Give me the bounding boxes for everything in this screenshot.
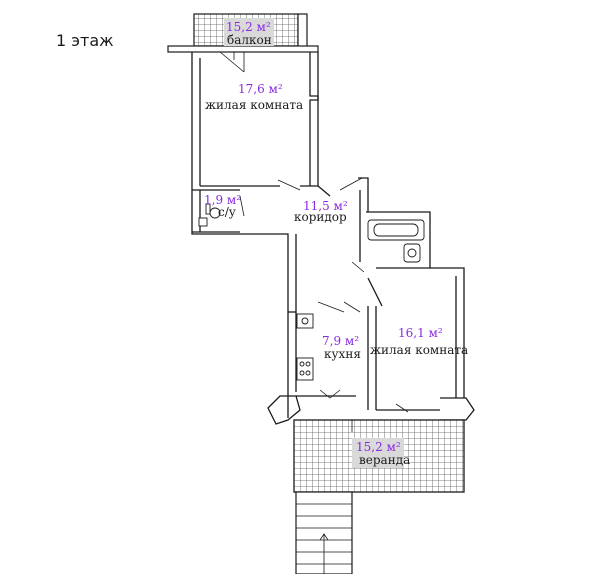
floor-label: 1 этаж bbox=[56, 31, 114, 50]
living-room-1-area: 17,6 м² bbox=[238, 82, 283, 96]
kitchen-room bbox=[288, 311, 341, 399]
entrance-stairs bbox=[295, 491, 353, 574]
kitchen-name: кухня bbox=[324, 347, 361, 361]
veranda bbox=[293, 419, 465, 493]
wc-area: 1,9 м² bbox=[204, 193, 241, 207]
balcony-name: балкон bbox=[227, 33, 272, 47]
balcony bbox=[167, 13, 319, 53]
corridor-area: 11,5 м² bbox=[303, 199, 348, 213]
wc-name: с/у bbox=[218, 205, 236, 219]
veranda-area: 15,2 м² bbox=[356, 440, 401, 454]
living-room-1-walls bbox=[191, 51, 319, 418]
kitchen-area: 7,9 м² bbox=[322, 334, 359, 348]
corridor-name: коридор bbox=[294, 210, 347, 224]
living-room-2-name: жилая комната bbox=[370, 343, 468, 357]
living-room-2-area: 16,1 м² bbox=[398, 326, 443, 340]
living-room-1-name: жилая комната bbox=[205, 98, 303, 112]
veranda-name: веранда bbox=[359, 453, 410, 467]
wc-room bbox=[192, 189, 245, 233]
balcony-area: 15,2 м² bbox=[226, 20, 271, 34]
corridor-walls bbox=[295, 177, 369, 313]
bath-room bbox=[366, 211, 431, 269]
kitchen-bay bbox=[267, 395, 356, 425]
